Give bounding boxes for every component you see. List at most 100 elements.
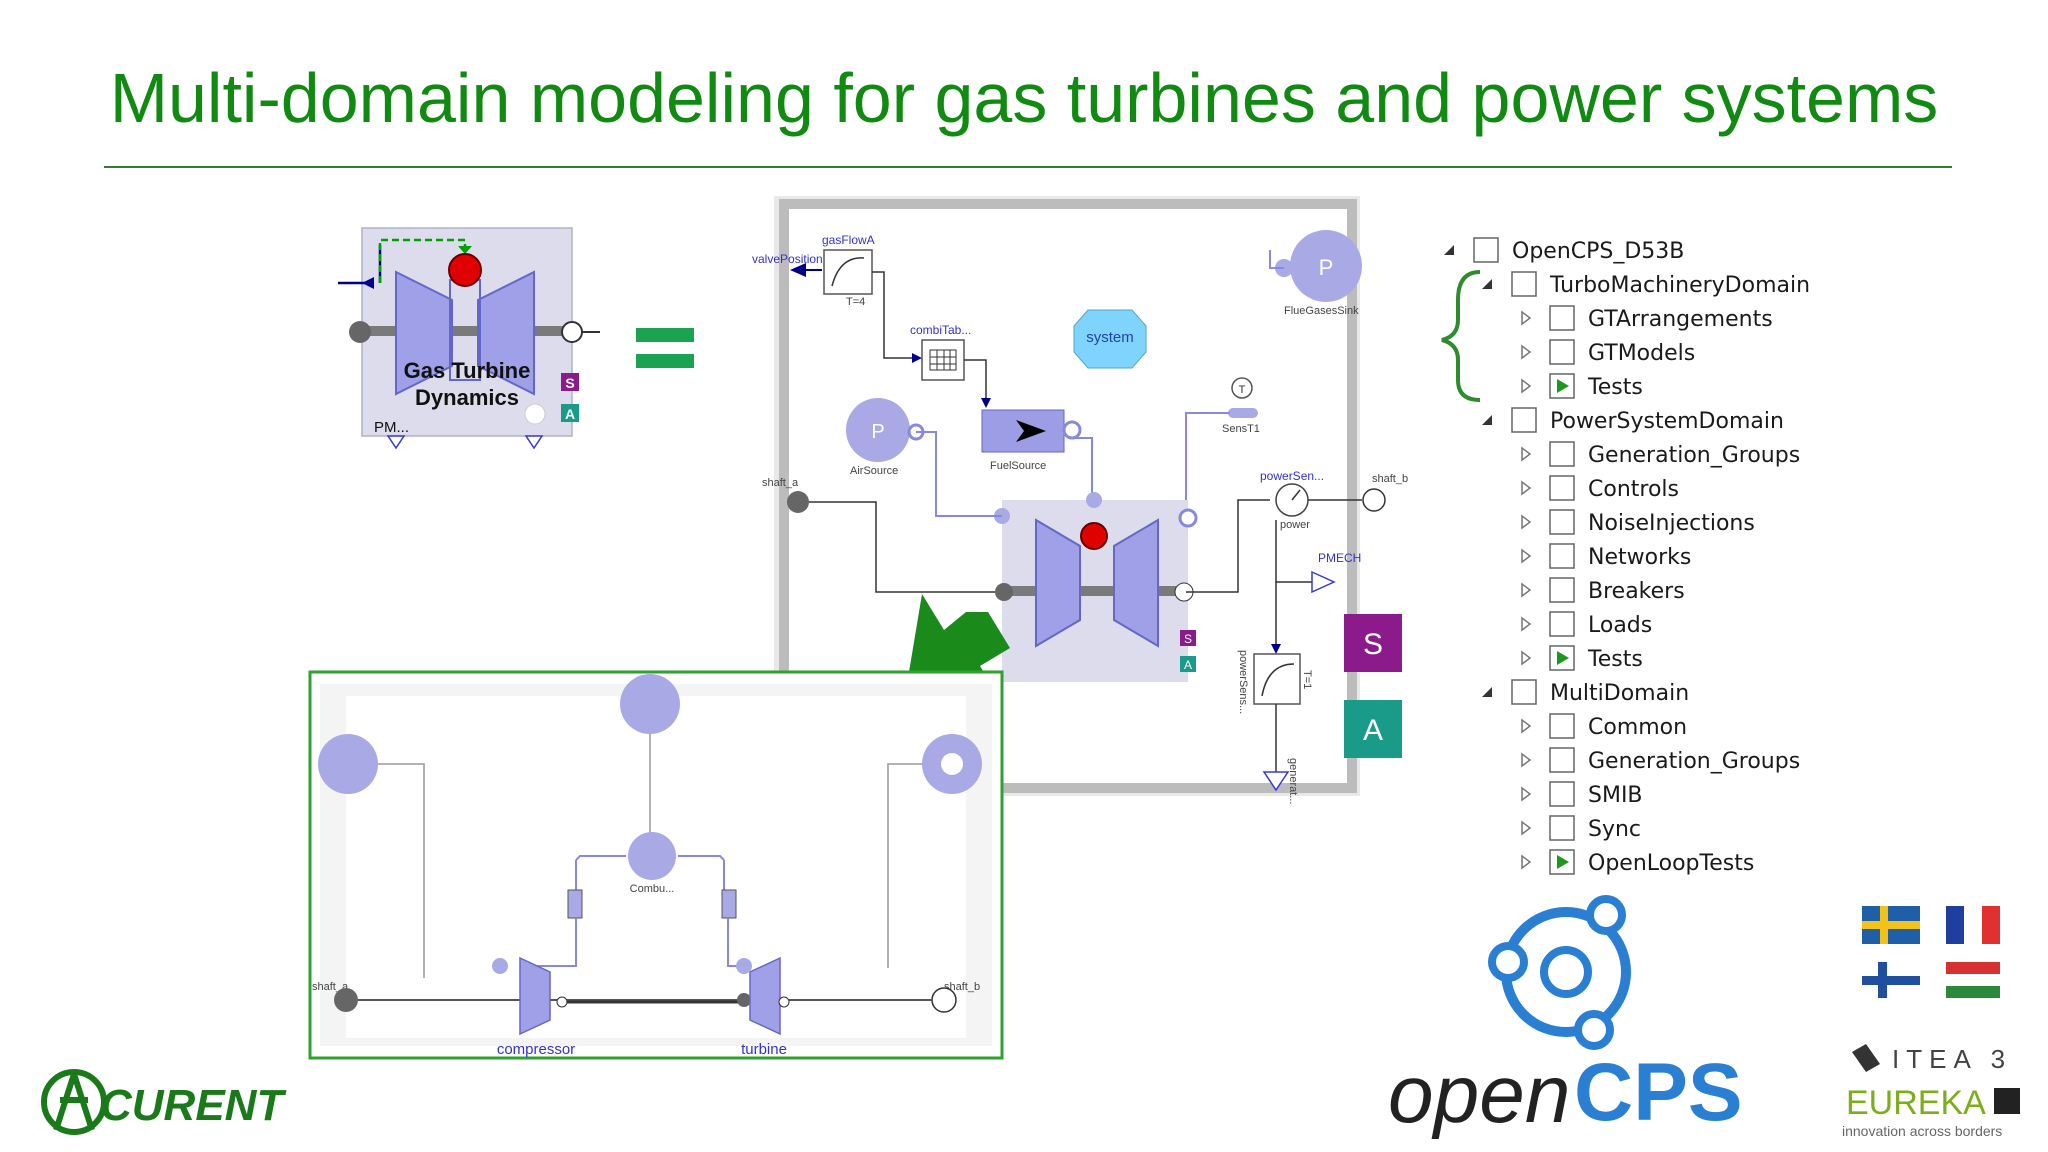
compressor-block[interactable]: compressor — [492, 956, 575, 1058]
turbine-block[interactable]: turbine — [736, 956, 790, 1058]
flue-gases-sink[interactable] — [1290, 230, 1362, 302]
detail-diagram[interactable]: Combu... shaft_a shaft_b compressor turb… — [308, 670, 1004, 1060]
icon-badge-s: S — [565, 375, 574, 391]
tree-item[interactable]: PowerSystemDomain — [1482, 407, 1784, 434]
expander-open-icon[interactable] — [1444, 245, 1454, 255]
icon-label-line1: Gas Turbine — [404, 358, 531, 383]
embedded-gas-turbine[interactable]: S A — [994, 492, 1198, 682]
shaft-b-connector[interactable] — [561, 321, 583, 343]
svg-text:shaft_b: shaft_b — [944, 981, 980, 993]
tree-item[interactable]: Common — [1521, 713, 1687, 740]
svg-text:Combu...: Combu... — [630, 883, 675, 895]
expander-closed-icon[interactable] — [1521, 786, 1532, 802]
main-shaft-b[interactable] — [1362, 488, 1386, 512]
main-diagram[interactable]: valvePosition gasFlowA T=4 combiTab... s… — [752, 196, 1408, 804]
detail-shaft-a[interactable] — [334, 988, 358, 1012]
tree-item-label: Loads — [1588, 613, 1652, 638]
svg-text:shaft_b: shaft_b — [1372, 473, 1408, 485]
tree-item-label: Tests — [1587, 375, 1643, 400]
detail-shaft-b[interactable] — [931, 987, 957, 1013]
tree-item[interactable]: Generation_Groups — [1521, 441, 1800, 468]
tree-item-label: OpenLoopTests — [1588, 851, 1754, 876]
tree-item[interactable]: Tests — [1521, 373, 1643, 400]
expander-closed-icon[interactable] — [1521, 548, 1532, 564]
opencps-logo: open CPS — [1388, 895, 1743, 1140]
expander-open-icon[interactable] — [1482, 279, 1492, 289]
test-package-icon — [1549, 645, 1575, 671]
fuel-flow-indicator — [448, 253, 482, 287]
svg-text:T=1: T=1 — [1301, 670, 1313, 689]
tree-item[interactable]: Controls — [1521, 475, 1679, 502]
expander-closed-icon[interactable] — [1521, 446, 1532, 462]
tree-item[interactable]: MultiDomain — [1482, 679, 1689, 706]
tree-item-label: Common — [1588, 715, 1687, 740]
tree-item[interactable]: SMIB — [1521, 781, 1643, 808]
library-tree[interactable]: OpenCPS_D53B TurboMachineryDomainGTArrang… — [1444, 237, 1810, 876]
tree-item[interactable]: OpenLoopTests — [1521, 849, 1754, 876]
tree-item[interactable]: Generation_Groups — [1521, 747, 1800, 774]
country-flags — [1862, 906, 2000, 998]
svg-text:P: P — [871, 421, 884, 443]
tree-item[interactable]: GTArrangements — [1521, 305, 1773, 332]
big-s-badge[interactable] — [1344, 614, 1402, 672]
tree-item-label: SMIB — [1588, 783, 1643, 808]
gas-flow-block[interactable] — [823, 249, 873, 295]
package-icon — [1549, 577, 1575, 603]
expander-closed-icon[interactable] — [1521, 616, 1532, 632]
tree-item[interactable]: Tests — [1521, 645, 1643, 672]
combi-table-block[interactable] — [921, 339, 965, 381]
tree-item-label: Generation_Groups — [1588, 443, 1800, 468]
svg-text:T=4: T=4 — [846, 296, 865, 308]
title-divider — [104, 166, 1952, 168]
big-a-badge[interactable] — [1344, 700, 1402, 758]
tree-item-label: OpenCPS_D53B — [1512, 239, 1684, 264]
package-icon — [1511, 679, 1537, 705]
svg-text:FlueGasesSink: FlueGasesSink — [1284, 305, 1359, 317]
svg-text:S: S — [1363, 628, 1383, 661]
svg-text:CURENT: CURENT — [100, 1081, 286, 1130]
tree-item[interactable]: Networks — [1521, 543, 1691, 570]
svg-text:A: A — [1363, 714, 1383, 747]
gas-turbine-icon-block[interactable]: Gas Turbine Dynamics PM... S A — [338, 227, 600, 450]
slide-title: Multi-domain modeling for gas turbines a… — [109, 59, 1939, 137]
expander-closed-icon[interactable] — [1521, 718, 1532, 734]
tree-item-label: NoiseInjections — [1588, 511, 1755, 536]
temperature-sensor[interactable] — [1231, 377, 1253, 399]
tree-item[interactable]: Sync — [1521, 815, 1641, 842]
itea-eureka-logo: ITEA 3 EUREKA innovation across borders — [1842, 1044, 2020, 1139]
main-shaft-a[interactable] — [787, 491, 809, 513]
tree-item[interactable]: OpenCPS_D53B — [1444, 237, 1684, 264]
svg-text:open: open — [1388, 1049, 1570, 1140]
tree-item[interactable]: TurboMachineryDomain — [1482, 271, 1810, 298]
curent-logo: CURENT — [41, 1069, 286, 1135]
svg-text:powerSen...: powerSen... — [1260, 469, 1324, 483]
shaft-a-connector[interactable] — [349, 321, 371, 343]
fuel-source[interactable] — [981, 409, 1065, 453]
expander-closed-icon[interactable] — [1521, 854, 1532, 870]
system-block[interactable]: system — [1073, 309, 1147, 369]
expander-closed-icon[interactable] — [1521, 378, 1532, 394]
expander-open-icon[interactable] — [1482, 687, 1492, 697]
tree-item[interactable]: Loads — [1521, 611, 1652, 638]
tree-item-label: Generation_Groups — [1588, 749, 1800, 774]
tree-item[interactable]: Breakers — [1521, 577, 1685, 604]
expander-closed-icon[interactable] — [1521, 582, 1532, 598]
svg-text:innovation across borders: innovation across borders — [1842, 1123, 2002, 1139]
play-icon — [1557, 379, 1569, 393]
expander-closed-icon[interactable] — [1521, 310, 1532, 326]
power-sensor-filter[interactable] — [1253, 653, 1301, 705]
expander-closed-icon[interactable] — [1521, 752, 1532, 768]
expander-open-icon[interactable] — [1482, 415, 1492, 425]
tree-item-label: Sync — [1588, 817, 1641, 842]
tree-item[interactable]: GTModels — [1521, 339, 1695, 366]
package-icon — [1549, 475, 1575, 501]
tree-item[interactable]: NoiseInjections — [1521, 509, 1755, 536]
expander-closed-icon[interactable] — [1521, 480, 1532, 496]
expander-closed-icon[interactable] — [1521, 650, 1532, 666]
air-source[interactable] — [846, 398, 910, 462]
expander-closed-icon[interactable] — [1521, 820, 1532, 836]
svg-text:powerSens...: powerSens... — [1237, 650, 1249, 714]
expander-closed-icon[interactable] — [1521, 514, 1532, 530]
expander-closed-icon[interactable] — [1521, 344, 1532, 360]
svg-text:A: A — [1184, 658, 1192, 672]
